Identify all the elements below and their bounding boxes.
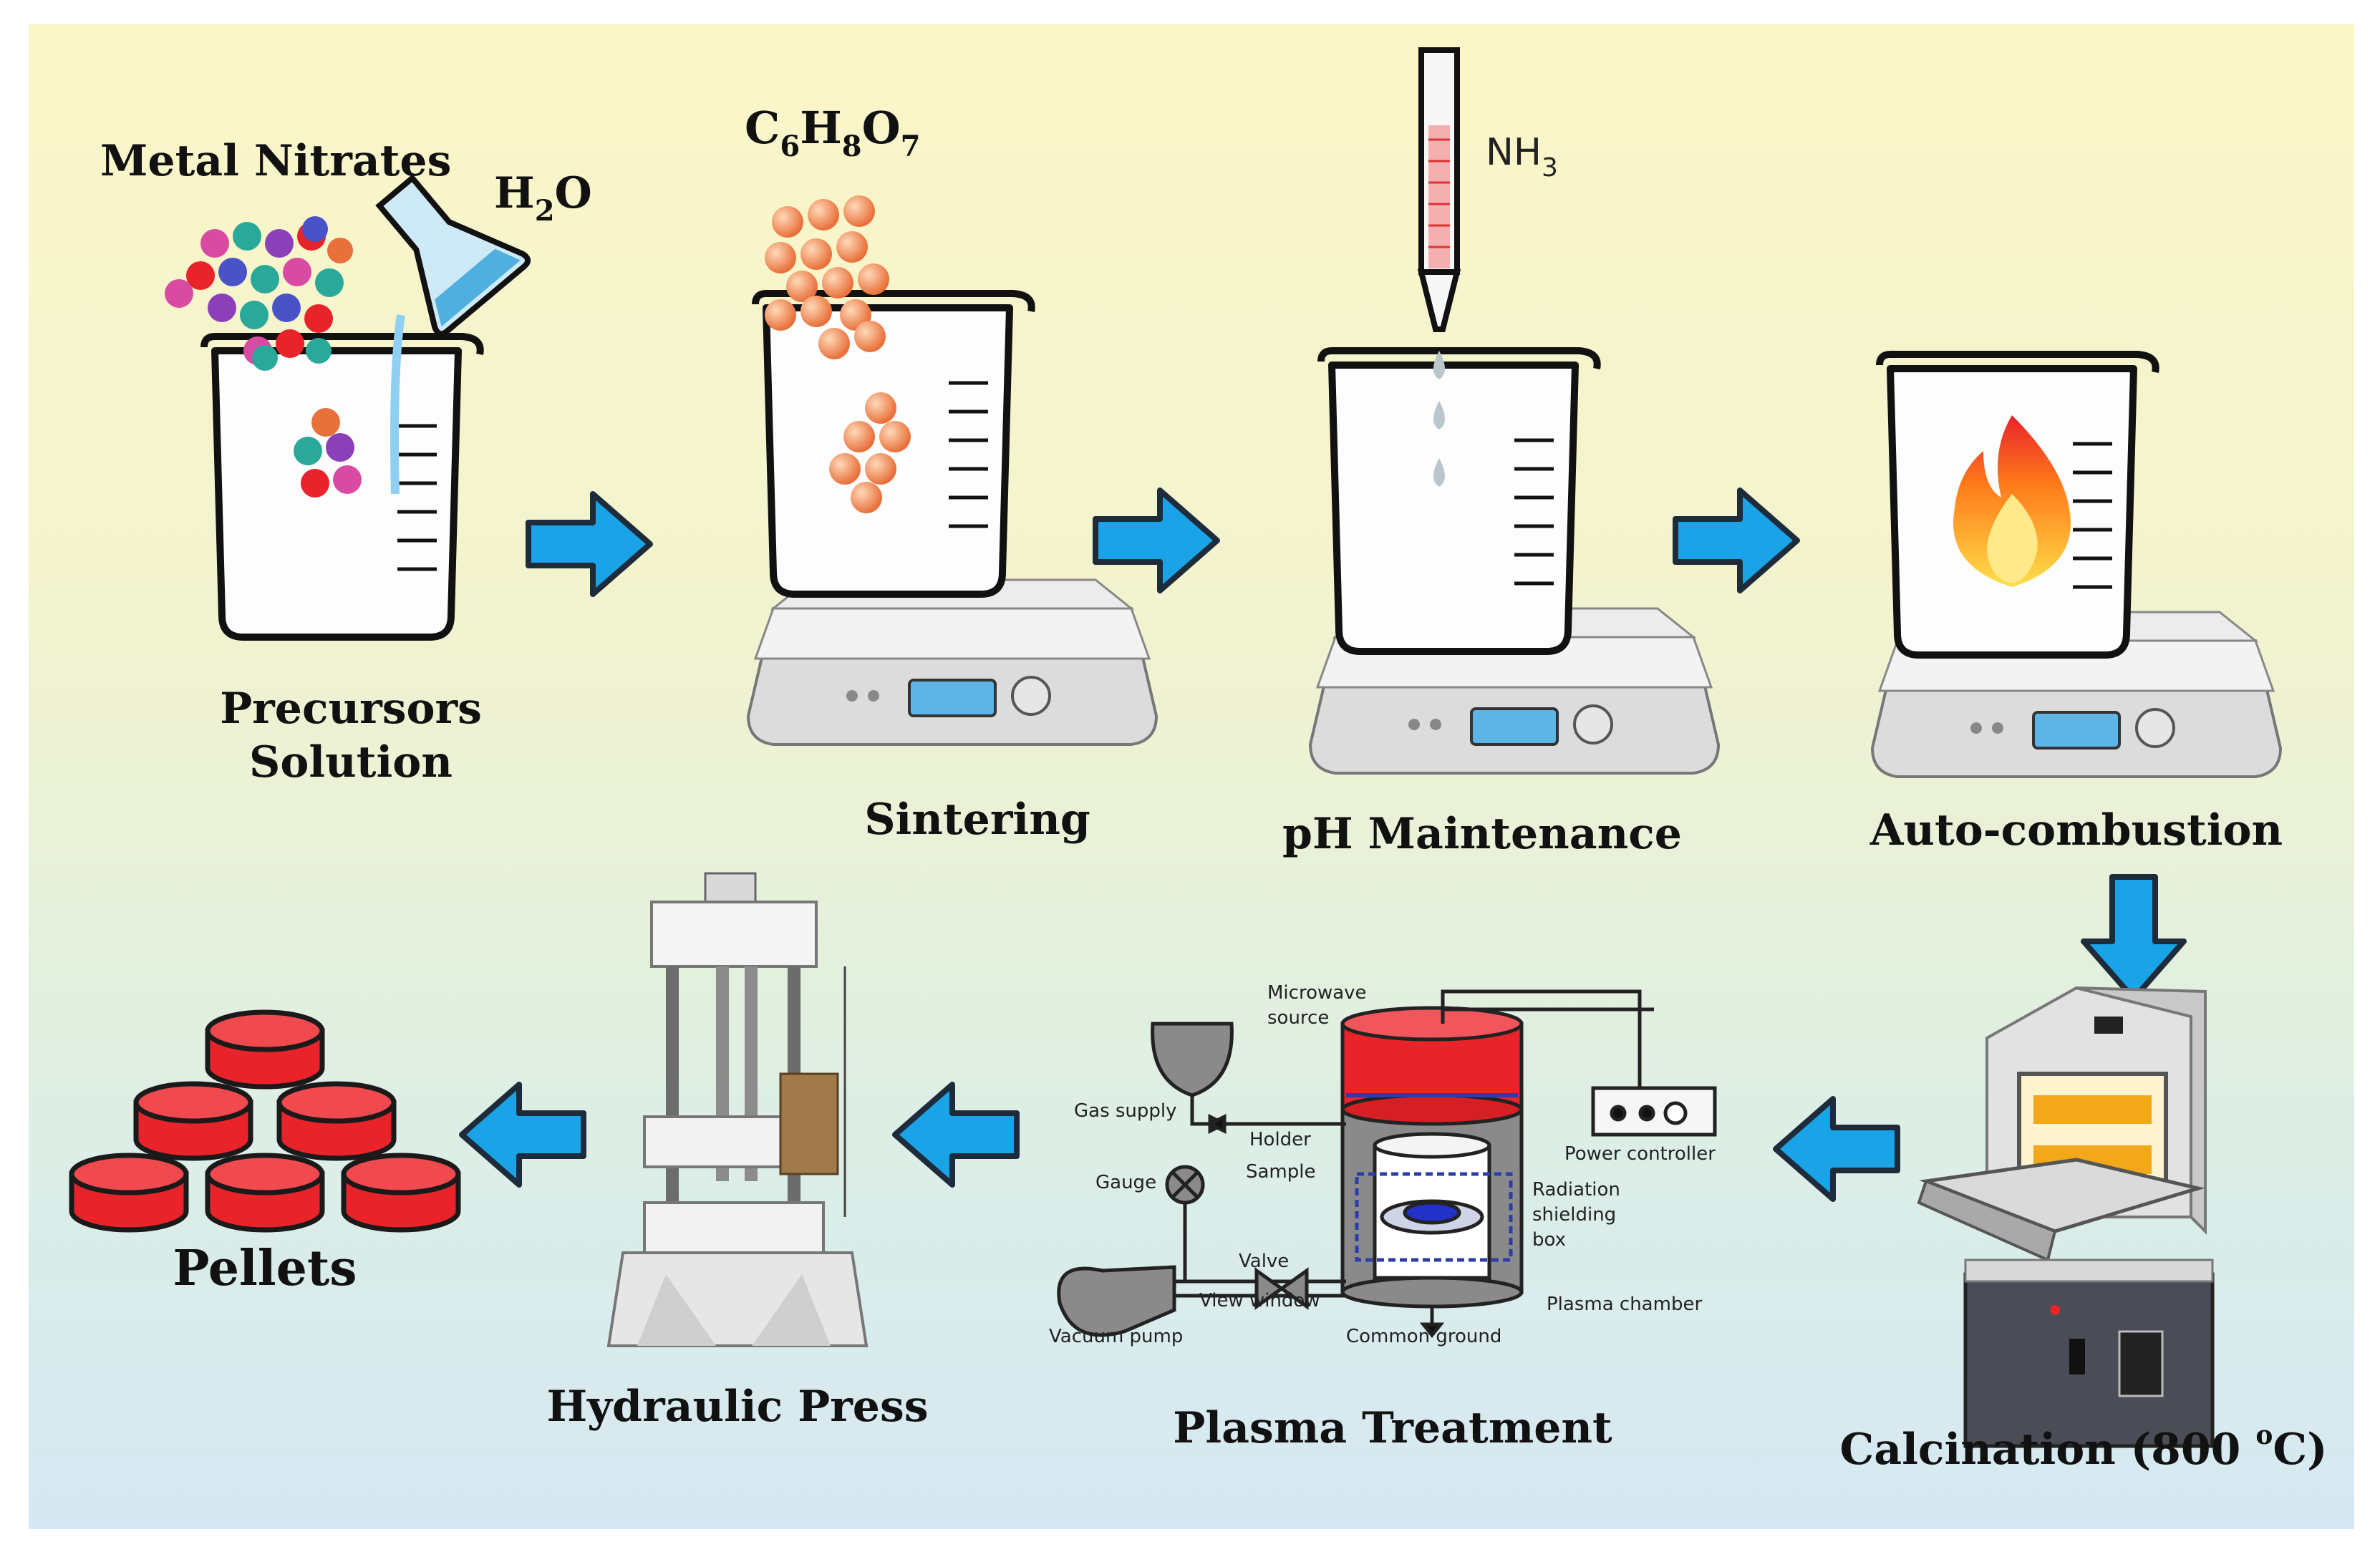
pellet [205,1009,325,1090]
ph-beaker [1321,351,1597,651]
water-formula: H2O [494,168,592,228]
microwave-label-1: Microwave [1267,982,1367,1004]
vacuum-pump-label: Vacuum pump [1049,1326,1183,1347]
citric-acid-balls [765,195,911,513]
plasma-label: Plasma Treatment [1173,1403,1612,1453]
pellet [276,1081,397,1161]
power-controller-label: Power controller [1564,1143,1716,1165]
ph-label: pH Maintenance [1282,809,1682,859]
sintering-label: Sintering [864,795,1090,845]
radiation-label-2: shielding [1532,1204,1616,1226]
water-flask [375,174,531,337]
hydraulic-press [606,872,869,1347]
metal-nitrate-balls [165,216,362,498]
gauge-label: Gauge [1095,1172,1156,1193]
ammonia-formula: NH3 [1486,131,1558,183]
arrow-3 [1675,490,1797,591]
muffle-furnace [1917,986,2215,1448]
sintering-beaker [755,294,1032,594]
holder-label: Holder [1249,1129,1311,1150]
plasma-step: Microwave source Gas supply Holder Sampl… [1049,982,1717,1453]
citric-acid-formula: C6H8O7 [745,102,921,163]
radiation-label-1: Radiation [1532,1179,1620,1201]
flame-icon [1953,415,2071,587]
precursors-step: Metal Nitrates H2O Precursors Solution [100,136,592,787]
arrow-6 [895,1085,1017,1185]
pellets-label: Pellets [173,1240,357,1297]
ammonia-drops [1433,351,1445,487]
hotplate-stirrer-1 [747,578,1158,746]
metal-nitrates-label: Metal Nitrates [100,136,451,186]
pellets-step: Pellets [69,1009,461,1297]
pellet [133,1081,253,1161]
view-window-label: View window [1199,1290,1320,1311]
plasma-chamber-label: Plasma chamber [1547,1294,1702,1315]
calcination-step: Calcination (800 oC) [1840,986,2328,1475]
plasma-schematic [1057,989,1717,1339]
arrow-4 [2084,877,2184,999]
pellet [69,1153,189,1233]
precursors-label-line1: Precursors [220,684,482,734]
radiation-label-3: box [1532,1229,1566,1251]
autocombustion-label: Auto-combustion [1869,805,2283,855]
pellet-stack [69,1009,461,1233]
microwave-label-2: source [1267,1007,1329,1029]
precursors-beaker [204,336,480,637]
burette [1417,47,1461,332]
common-ground-label: Common ground [1346,1326,1501,1347]
plasma-annotations: Microwave source Gas supply Holder Sampl… [1049,982,1716,1347]
pellet [341,1153,461,1233]
ph-step: NH3 pH Maintenance [1282,47,1720,859]
arrow-1 [528,494,650,594]
sintering-step: C6H8O7 Sintering [745,102,1158,845]
pellet [205,1153,325,1233]
press-label: Hydraulic Press [546,1382,928,1432]
valve-label: Valve [1239,1251,1289,1272]
gas-supply-label: Gas supply [1074,1100,1177,1122]
arrow-5 [1776,1099,1897,1199]
autocombustion-step: Auto-combustion [1869,354,2283,855]
sample-label: Sample [1246,1161,1316,1183]
calcination-label: Calcination (800 oC) [1840,1420,2328,1475]
press-step: Hydraulic Press [546,872,929,1432]
arrow-2 [1095,490,1217,591]
arrow-7 [462,1085,584,1185]
precursors-label-line2: Solution [249,737,453,787]
combustion-beaker [1880,354,2156,655]
water-stream [390,314,405,495]
